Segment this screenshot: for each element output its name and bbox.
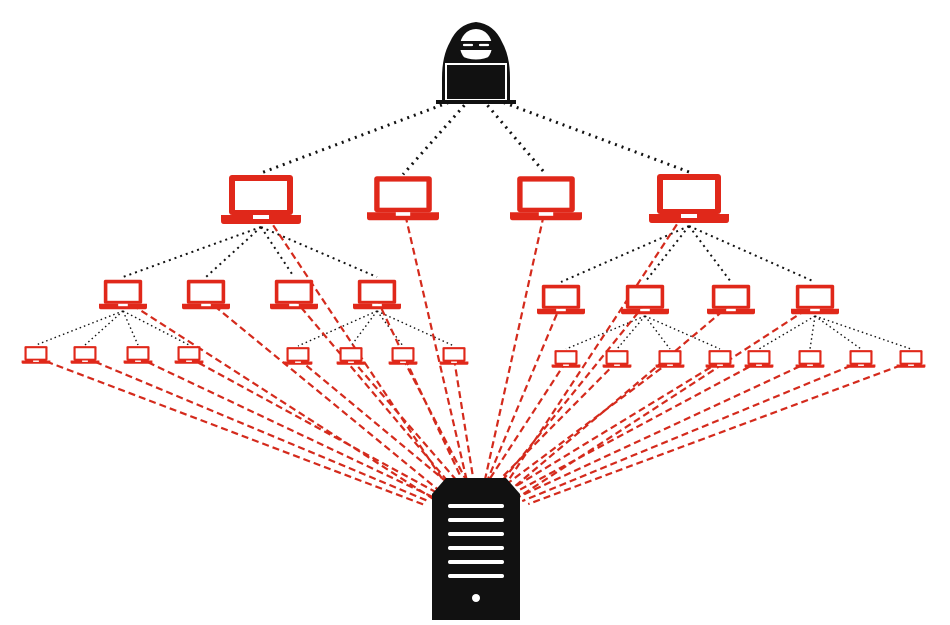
attacker-laptop: [445, 63, 507, 101]
attack-link: [350, 357, 462, 487]
attack-link: [293, 298, 456, 490]
attack-link: [35, 356, 424, 506]
command-link: [644, 225, 690, 283]
command-link: [205, 226, 262, 278]
command-link: [814, 315, 912, 350]
command-links: [35, 98, 912, 350]
attack-link: [122, 298, 435, 501]
server-power-led: [472, 594, 480, 602]
command-link: [376, 310, 455, 347]
laptop-icon: [221, 175, 301, 224]
command-link: [260, 98, 456, 175]
laptop-icon: [537, 284, 585, 315]
laptop-icon: [336, 347, 366, 365]
laptop-icon: [705, 350, 735, 368]
laptop-icon: [123, 346, 153, 364]
attack-link: [452, 358, 475, 480]
laptop-icon: [621, 284, 669, 315]
command-link: [481, 99, 548, 176]
laptop-icon: [795, 350, 825, 368]
command-link: [644, 315, 671, 350]
command-link: [376, 310, 404, 347]
command-link: [565, 315, 646, 350]
command-link: [401, 99, 471, 176]
command-link: [496, 98, 690, 174]
attack-link: [84, 356, 430, 503]
command-link: [260, 226, 295, 278]
laptop-icon: [283, 347, 313, 365]
command-link: [297, 310, 378, 347]
attack-link: [527, 360, 912, 506]
attack-link: [521, 360, 862, 503]
command-link: [809, 315, 816, 350]
command-link: [616, 315, 646, 350]
attack-link: [137, 356, 436, 500]
attack-link: [483, 204, 548, 483]
attack-link: [515, 360, 811, 500]
command-link: [350, 310, 378, 347]
laptop-icon: [649, 174, 729, 223]
attacker-mask: [458, 41, 494, 50]
attack-link: [485, 361, 567, 484]
laptop-icon: [846, 350, 876, 368]
bot-network: [21, 174, 926, 368]
attack-link: [516, 303, 816, 500]
command-link: [758, 315, 816, 350]
attack-link: [297, 357, 456, 490]
laptop-icon: [21, 346, 51, 364]
command-link: [688, 225, 816, 283]
laptop-icon: [551, 350, 581, 368]
server-drive-bays: [448, 504, 504, 578]
attack-link: [205, 298, 445, 496]
laptop-icon: [353, 279, 401, 310]
laptop-icon: [367, 176, 439, 221]
laptop-icon: [744, 350, 774, 368]
attack-link: [495, 303, 646, 489]
attack-link: [504, 360, 721, 494]
command-link: [814, 315, 862, 350]
laptop-icon: [602, 350, 632, 368]
command-link: [688, 225, 732, 283]
attack-link: [505, 303, 732, 495]
laptop-icon: [791, 284, 839, 315]
attack-link: [498, 360, 671, 491]
attack-link: [188, 356, 443, 497]
command-link: [122, 310, 139, 346]
attack-link: [492, 360, 618, 488]
command-link: [122, 310, 190, 346]
laptop-icon: [388, 347, 418, 365]
laptop-icon: [70, 346, 100, 364]
laptop-icon: [896, 350, 926, 368]
attack-links: [35, 204, 912, 506]
attack-link: [401, 204, 469, 483]
attacker-icon: [436, 22, 516, 104]
laptop-icon: [99, 279, 147, 310]
laptop-icon: [182, 279, 230, 310]
laptop-icon: [707, 284, 755, 315]
laptop-icon: [439, 347, 469, 365]
command-link: [122, 226, 262, 278]
attack-link: [402, 358, 469, 483]
command-link: [644, 315, 721, 350]
attack-link: [500, 205, 690, 492]
laptop-icon: [174, 346, 204, 364]
command-link: [35, 310, 124, 346]
attack-link: [509, 360, 760, 496]
command-link: [84, 310, 124, 346]
laptop-icon: [655, 350, 685, 368]
server-icon: [432, 478, 520, 620]
laptop-icon: [270, 279, 318, 310]
laptop-icon: [510, 176, 582, 221]
